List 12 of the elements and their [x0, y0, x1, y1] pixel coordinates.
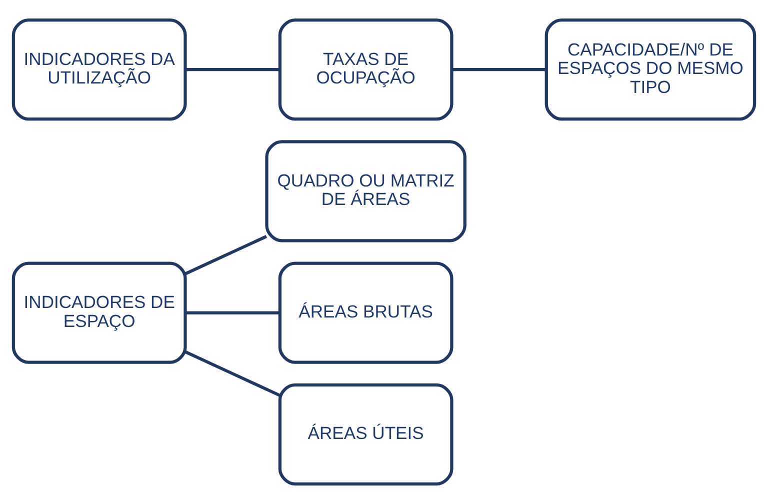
connector — [186, 68, 280, 72]
node-box: ÁREAS ÚTEIS — [278, 383, 454, 486]
node-box: INDICADORES DA UTILIZAÇÃO — [12, 18, 187, 121]
connector — [184, 350, 280, 397]
node-box: ÁREAS BRUTAS — [278, 262, 454, 364]
connector — [186, 311, 280, 314]
node-box: CAPACIDADE/Nº DE ESPAÇOS DO MESMO TIPO — [544, 18, 756, 121]
node-box: TAXAS DE OCUPAÇÃO — [278, 18, 454, 121]
connector — [452, 68, 546, 72]
node-box: QUADRO OU MATRIZ DE ÁREAS — [265, 140, 466, 242]
connector — [184, 234, 268, 276]
node-box: INDICADORES DE ESPAÇO — [12, 262, 187, 364]
